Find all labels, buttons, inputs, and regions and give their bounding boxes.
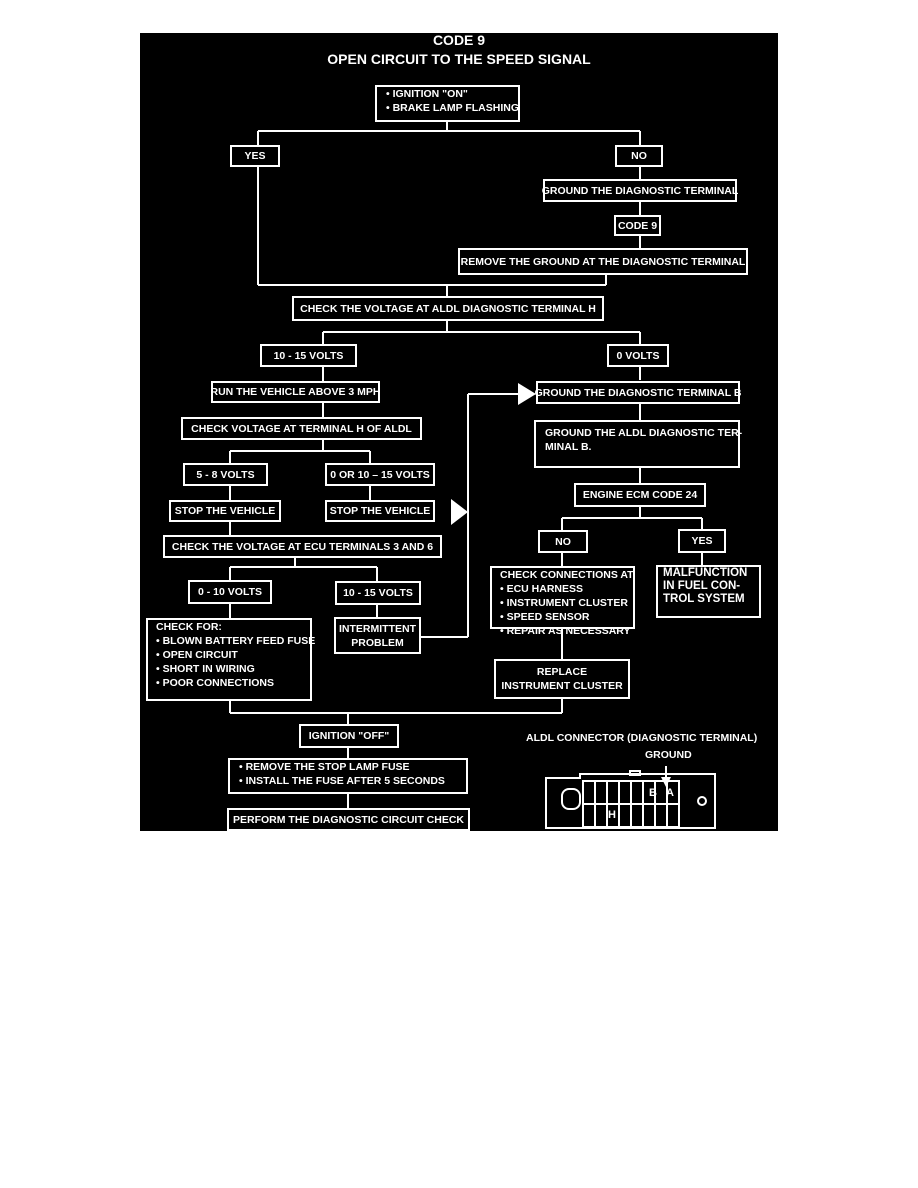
- 10-15-volts-box-b: 10 - 15 VOLTS: [335, 581, 421, 605]
- check-conn-line-3: • INSTRUMENT CLUSTER: [500, 597, 628, 609]
- arrow-to-ground-b: [518, 383, 536, 405]
- ground-diagnostic-terminal-b-box: GROUND THE DIAGNOSTIC TERMINAL B: [535, 381, 741, 404]
- check-conn-line-5: • REPAIR AS NECESSARY: [500, 625, 631, 637]
- check-for-box: CHECK FOR: • BLOWN BATTERY FEED FUSE • O…: [146, 618, 316, 701]
- malfunction-line-2: IN FUEL CON-: [663, 580, 741, 592]
- remove-fuse-line-1: • REMOVE THE STOP LAMP FUSE: [239, 761, 410, 773]
- ground-diagnostic-terminal-box: GROUND THE DIAGNOSTIC TERMINAL: [542, 179, 738, 202]
- start-condition-box: • IGNITION "ON" • BRAKE LAMP FLASHING: [375, 85, 520, 122]
- replace-instrument-cluster-box: REPLACE INSTRUMENT CLUSTER: [494, 659, 630, 699]
- 0-10-volts-box: 0 - 10 VOLTS: [188, 580, 272, 604]
- aldl-connector-drawing: [545, 770, 716, 829]
- check-for-line-3: • OPEN CIRCUIT: [156, 649, 238, 661]
- check-voltage-terminal-h-box: CHECK THE VOLTAGE AT ALDL DIAGNOSTIC TER…: [292, 296, 604, 321]
- stop-vehicle-box-2: STOP THE VEHICLE: [325, 500, 435, 522]
- start-line-2: • BRAKE LAMP FLASHING: [386, 102, 519, 114]
- remove-fuse-line-2: • INSTALL THE FUSE AFTER 5 SECONDS: [239, 775, 445, 787]
- connector-title: ALDL CONNECTOR (DIAGNOSTIC TERMINAL): [526, 732, 758, 744]
- 0-or-10-15-volts-box: 0 OR 10 – 15 VOLTS: [325, 463, 435, 486]
- check-for-line-1: CHECK FOR:: [156, 621, 222, 633]
- check-for-line-4: • SHORT IN WIRING: [156, 663, 255, 675]
- connector-pin-h: H: [608, 809, 616, 821]
- check-conn-line-2: • ECU HARNESS: [500, 583, 584, 595]
- check-for-line-5: • POOR CONNECTIONS: [156, 677, 275, 689]
- flow-connector-lines: [229, 122, 716, 829]
- no-box-2: NO: [538, 530, 588, 553]
- malfunction-box: MALFUNCTION IN FUEL CON- TROL SYSTEM: [656, 565, 761, 618]
- 0-volts-box: 0 VOLTS: [607, 344, 669, 367]
- replace-line-1: REPLACE: [536, 666, 588, 678]
- perform-diagnostic-check-box: PERFORM THE DIAGNOSTIC CIRCUIT CHECK: [227, 808, 470, 831]
- check-conn-line-4: • SPEED SENSOR: [500, 611, 590, 623]
- check-connections-box: CHECK CONNECTIONS AT: • ECU HARNESS • IN…: [490, 566, 636, 637]
- check-conn-line-1: CHECK CONNECTIONS AT:: [500, 569, 636, 581]
- engine-ecm-code-24-box: ENGINE ECM CODE 24: [574, 483, 706, 507]
- code-9-box: CODE 9: [614, 215, 661, 236]
- yes-box-2: YES: [678, 529, 726, 553]
- replace-line-2: INSTRUMENT CLUSTER: [501, 680, 623, 692]
- connector-pin-a: A: [666, 787, 674, 799]
- intermittent-line-2: PROBLEM: [351, 636, 404, 649]
- malfunction-line-3: TROL SYSTEM: [663, 593, 745, 605]
- remove-ground-box: REMOVE THE GROUND AT THE DIAGNOSTIC TERM…: [458, 248, 748, 275]
- intermittent-line-1: INTERMITTENT: [339, 622, 416, 635]
- start-line-1: • IGNITION "ON": [386, 88, 468, 100]
- check-for-line-2: • BLOWN BATTERY FEED FUSE: [156, 635, 316, 647]
- run-vehicle-box: RUN THE VEHICLE ABOVE 3 MPH: [211, 381, 380, 403]
- check-voltage-aldl-box: CHECK VOLTAGE AT TERMINAL H OF ALDL: [181, 417, 422, 440]
- ignition-off-box: IGNITION "OFF": [299, 724, 399, 748]
- 5-8-volts-box: 5 - 8 VOLTS: [183, 463, 268, 486]
- yes-box-1: YES: [230, 145, 280, 167]
- no-box-1: NO: [615, 145, 663, 167]
- ground-aldl-line-2: MINAL B.: [545, 441, 592, 453]
- malfunction-line-1: MALFUNCTION: [663, 567, 748, 579]
- connector-pin-b: B: [649, 787, 657, 799]
- 10-15-volts-box-a: 10 - 15 VOLTS: [260, 344, 357, 367]
- remove-stop-lamp-fuse-box: • REMOVE THE STOP LAMP FUSE • INSTALL TH…: [228, 758, 468, 794]
- diagram-panel: CODE 9 OPEN CIRCUIT TO THE SPEED SIGNAL …: [140, 33, 778, 831]
- stop-vehicle-box-1: STOP THE VEHICLE: [169, 500, 281, 522]
- check-ecu-terminals-box: CHECK THE VOLTAGE AT ECU TERMINALS 3 AND…: [163, 535, 442, 558]
- arrow-stop-vehicle-right: [451, 499, 468, 525]
- intermittent-problem-box: INTERMITTENT PROBLEM: [334, 617, 421, 654]
- connector-ground-label: GROUND: [645, 749, 692, 761]
- ground-aldl-terminal-b-box: GROUND THE ALDL DIAGNOSTIC TER- MINAL B.: [534, 420, 743, 468]
- diagram-code-title: CODE 9: [432, 32, 486, 48]
- ground-aldl-line-1: GROUND THE ALDL DIAGNOSTIC TER-: [545, 427, 743, 439]
- diagram-subtitle: OPEN CIRCUIT TO THE SPEED SIGNAL: [327, 51, 591, 67]
